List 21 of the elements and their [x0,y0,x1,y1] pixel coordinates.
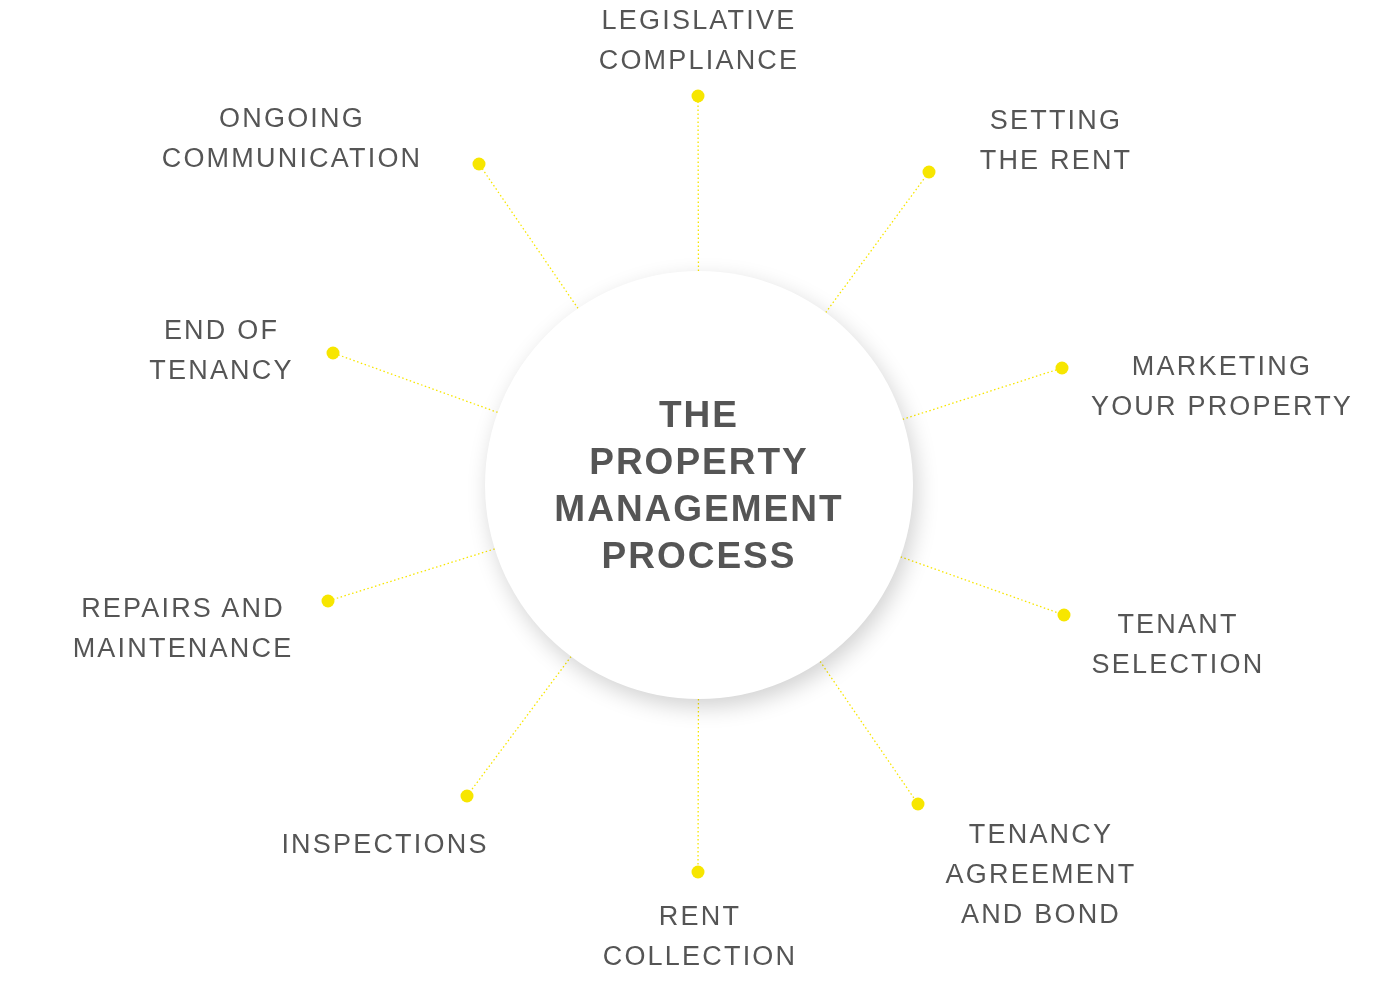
dotted-connector [902,361,1069,420]
dotted-connector [321,548,496,608]
center-title: THE PROPERTY MANAGEMENT PROCESS [553,393,845,578]
step-label: SETTING THE RENT [978,104,1134,177]
step-label: INSPECTIONS [281,828,489,861]
dotted-connector [460,655,572,803]
step-label: RENT COLLECTION [601,900,799,973]
dotted-connector [899,556,1071,622]
step-label: END OF TENANCY [148,314,295,387]
dotted-connector [825,165,936,314]
step-label: MARKETING YOUR PROPERTY [1089,350,1355,423]
dotted-connector [819,660,925,811]
step-label: LEGISLATIVE COMPLIANCE [597,4,801,77]
step-label: TENANT SELECTION [1090,608,1266,681]
dotted-connector [691,89,705,272]
dotted-connector [691,698,705,879]
step-label: REPAIRS AND MAINTENANCE [71,592,295,665]
step-label: TENANCY AGREEMENT AND BOND [944,818,1138,931]
dotted-connector [326,346,499,414]
step-label: ONGOING COMMUNICATION [160,102,424,175]
dotted-connector [472,157,579,310]
